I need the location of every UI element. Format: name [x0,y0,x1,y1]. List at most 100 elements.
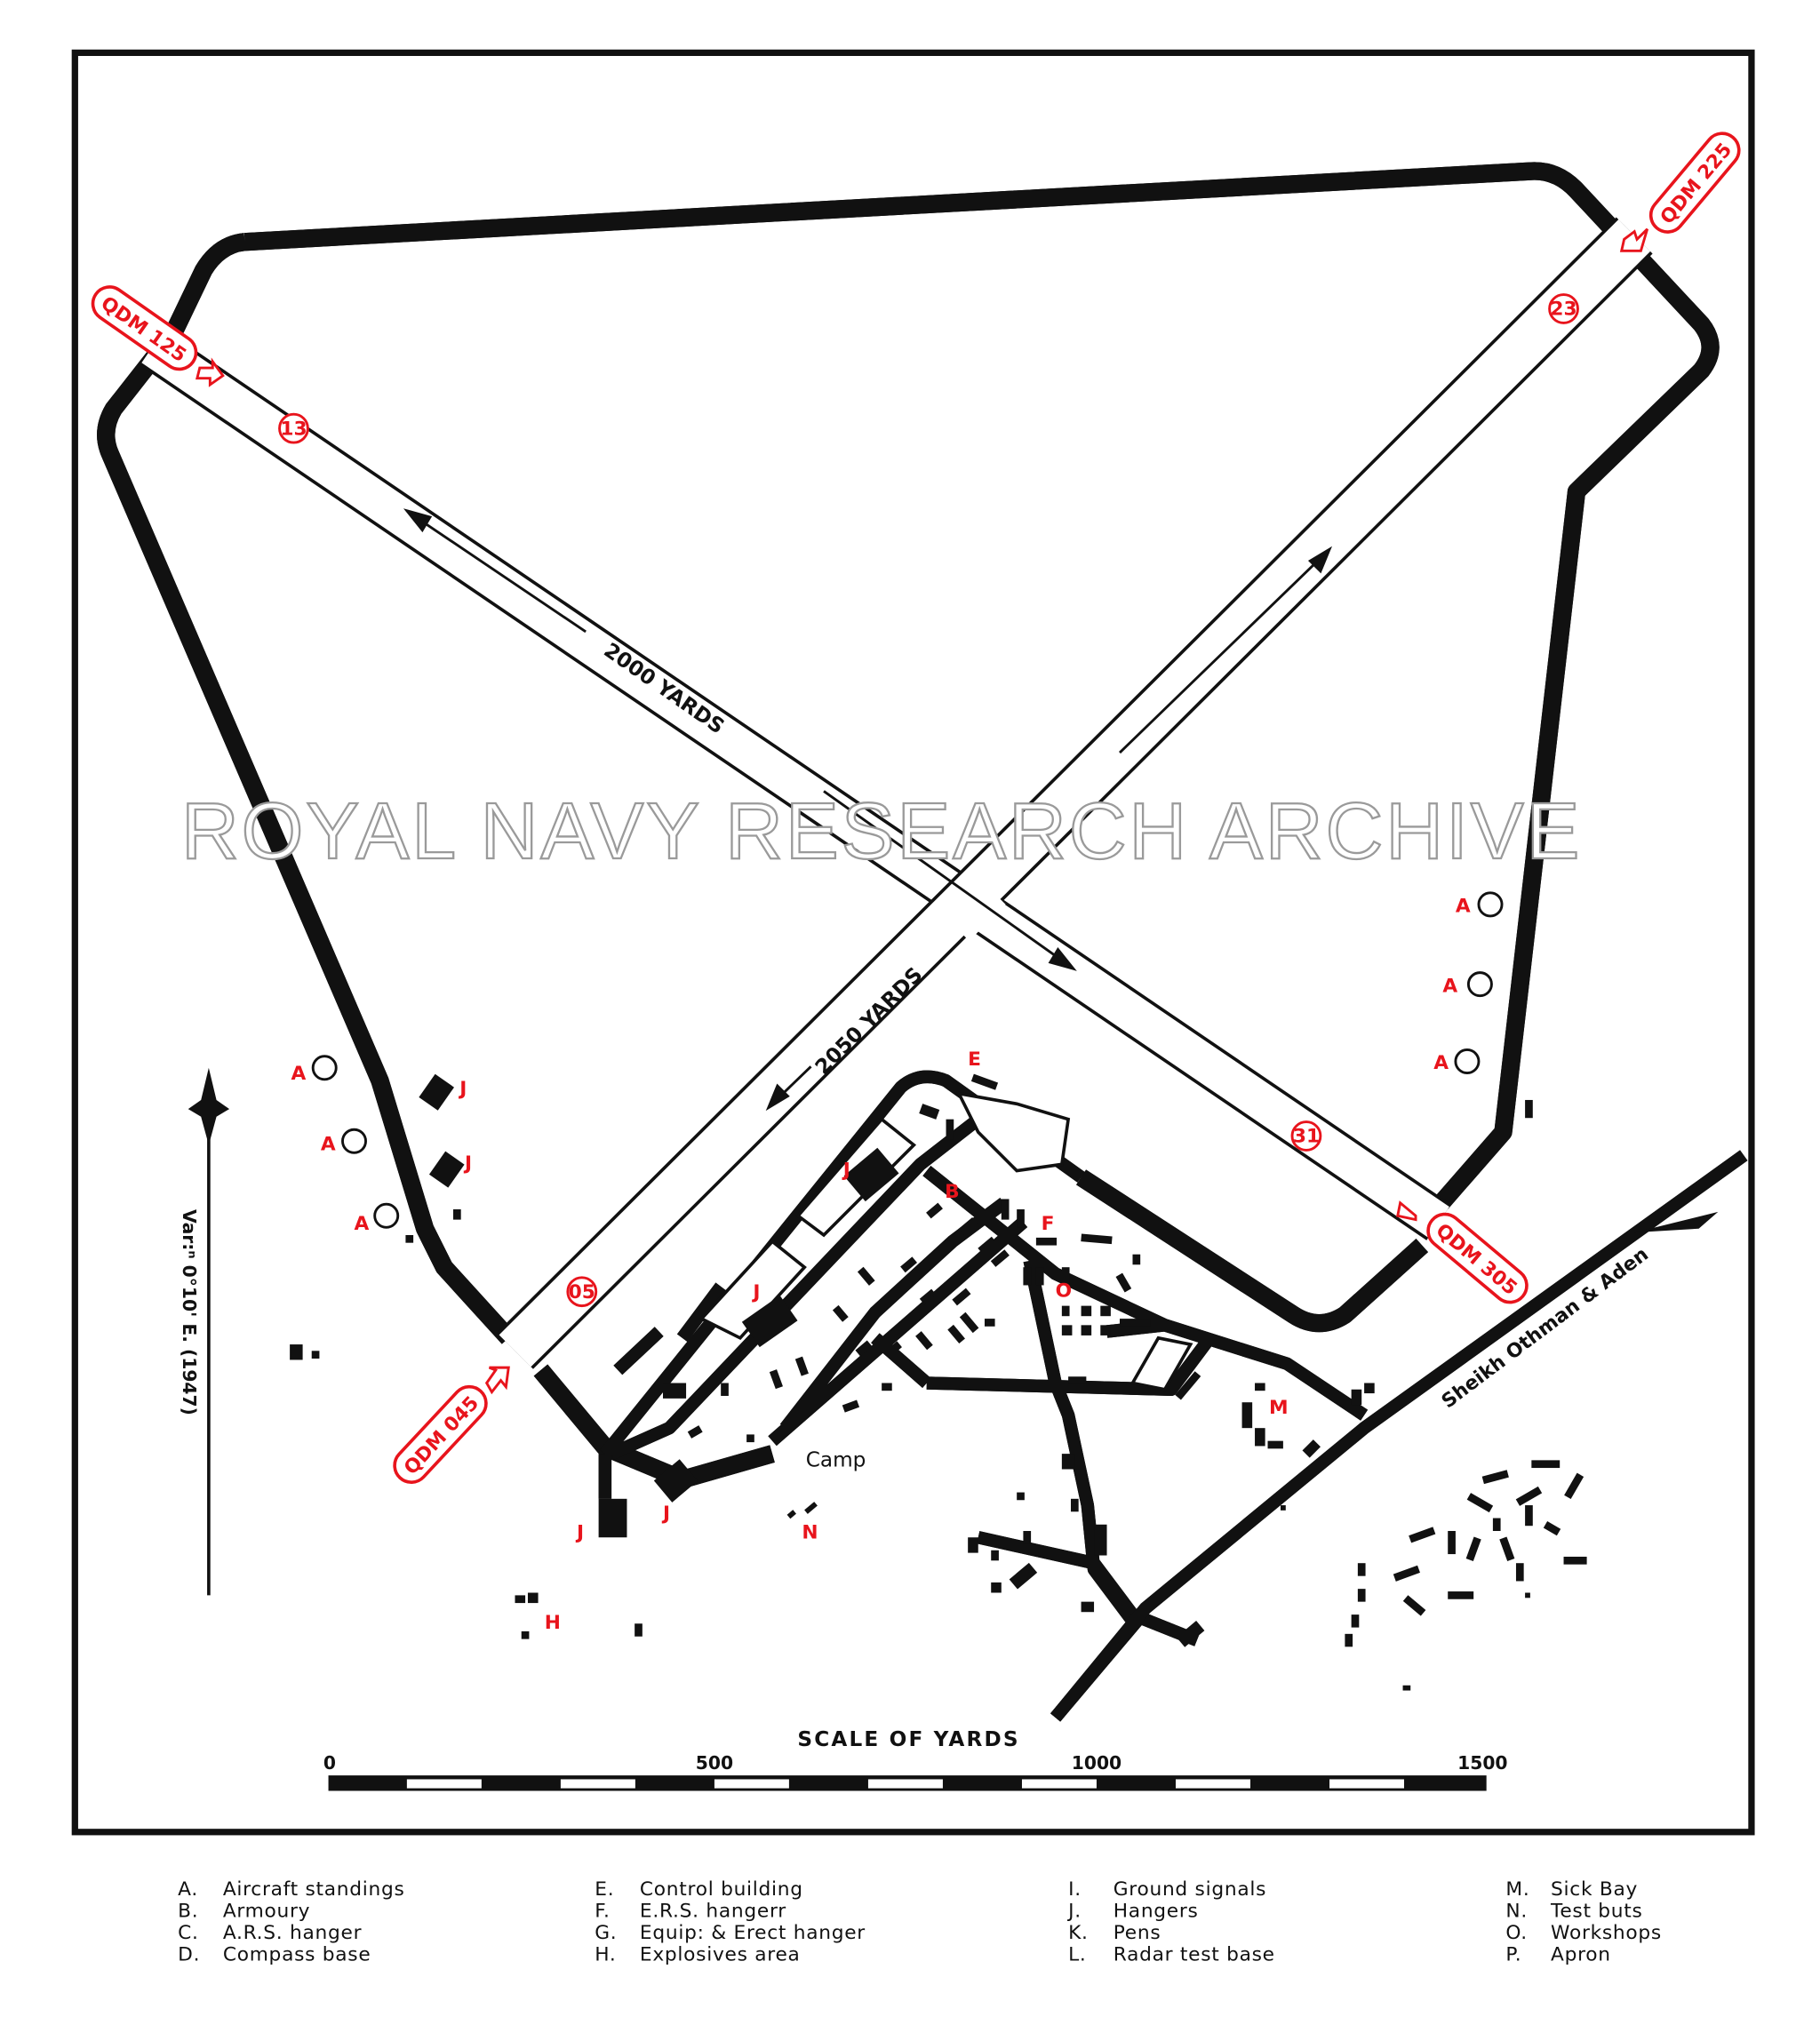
building [786,1510,796,1519]
building [663,1383,687,1399]
building [1364,1383,1375,1394]
site-letters: A A A A A A J J J J J J E B F O M N H [291,896,1471,1634]
site-letter-m: M [1269,1397,1289,1419]
building [1543,1521,1561,1536]
runway-arrow-icon [403,508,587,634]
legend-label: Compass base [223,1944,371,1966]
runway-arrow-icon [1119,546,1333,754]
building [1351,1614,1360,1628]
scale-tick: 1000 [1072,1752,1122,1774]
runway-05-23 [497,217,1653,1369]
legend-key: H. [595,1944,616,1966]
building [1255,1428,1265,1447]
legend-item: J.Hangers [1066,1900,1198,1922]
qdm-arrow-icon [1619,227,1649,252]
building [947,1324,965,1344]
building [991,1582,1002,1593]
building [1402,1685,1411,1691]
qdm-305-label: QDM 305 [1426,1212,1529,1304]
building [1357,1589,1366,1602]
building [1393,1565,1420,1582]
legend-key: N. [1505,1900,1528,1922]
building [1115,1272,1132,1293]
watermark: ROYAL NAVY RESEARCH ARCHIVE [181,787,1582,876]
building [919,1288,937,1305]
legend-key: G. [595,1922,617,1944]
scale-segment [1329,1779,1404,1789]
site-letter-a: A [291,1063,307,1085]
building [887,1341,902,1356]
building [635,1623,643,1637]
building [741,1295,798,1348]
legend-key: F. [595,1900,610,1922]
legend-label: Aircraft standings [223,1878,405,1901]
building [1499,1536,1515,1562]
building [984,1319,995,1327]
building [1175,1371,1201,1400]
scale-bar: SCALE OF YARDS 0 500 1000 1500 [323,1728,1508,1791]
legend-item: C. A.R.S. hanger [178,1922,362,1944]
building [915,1331,933,1351]
legend-key: C. [178,1922,199,1944]
scale-segment [560,1779,635,1789]
building [1061,1325,1073,1335]
building [952,1288,971,1306]
legend-item: N. Test buts [1505,1900,1643,1922]
building [991,1550,999,1561]
building [1241,1402,1253,1429]
scale-tick: 500 [696,1752,733,1774]
building [1176,1620,1205,1647]
building [428,1151,465,1188]
svg-text:QDM 045: QDM 045 [400,1392,483,1479]
scale-segment [1021,1779,1097,1789]
svg-text:31: 31 [1293,1126,1320,1148]
building [521,1630,530,1639]
building [804,1502,818,1514]
legend-label: Radar test base [1114,1944,1275,1966]
legend-key: O. [1505,1922,1528,1944]
building [882,1383,892,1391]
building [1001,1199,1010,1220]
building [794,1356,809,1376]
legend-label: Armoury [223,1900,310,1922]
legend-item: H.Explosives area [595,1944,800,1966]
svg-text:13: 13 [280,418,307,440]
site-letter-n: N [802,1522,818,1544]
main-road [1056,1155,1744,1718]
building [746,1434,754,1443]
building [900,1256,917,1273]
building [968,1537,978,1553]
building [1035,1267,1044,1286]
building [1094,1524,1107,1556]
building [843,1147,899,1202]
building [527,1592,539,1604]
building [1563,1556,1587,1565]
legend-key: A. [178,1878,198,1901]
building [1100,1325,1111,1335]
building [311,1351,320,1359]
legend-label: Equip: & Erect hanger [640,1922,866,1944]
legend-key: P. [1505,1944,1521,1966]
site-letter-f: F [1042,1213,1055,1235]
site-letter-a: A [1442,975,1457,997]
legend-item: L.Radar test base [1068,1944,1275,1966]
building [1302,1439,1321,1458]
legend-item: I.Ground signals [1068,1878,1265,1901]
legend-label: E.R.S. hangerr [640,1900,786,1922]
legend-label: Test buts [1550,1900,1643,1922]
runway-arrow-icon [823,790,1077,971]
building [687,1425,703,1439]
building [1402,1595,1426,1616]
svg-text:23: 23 [1550,299,1577,321]
site-letter-a: A [321,1133,336,1155]
building [419,1073,454,1111]
legend-label: A.R.S. hanger [223,1922,362,1944]
building [832,1304,849,1322]
building [1061,1305,1070,1317]
runway-number-31: 31 [1290,1120,1322,1152]
qdm-arrow-icon [196,357,225,387]
building [1492,1518,1501,1532]
